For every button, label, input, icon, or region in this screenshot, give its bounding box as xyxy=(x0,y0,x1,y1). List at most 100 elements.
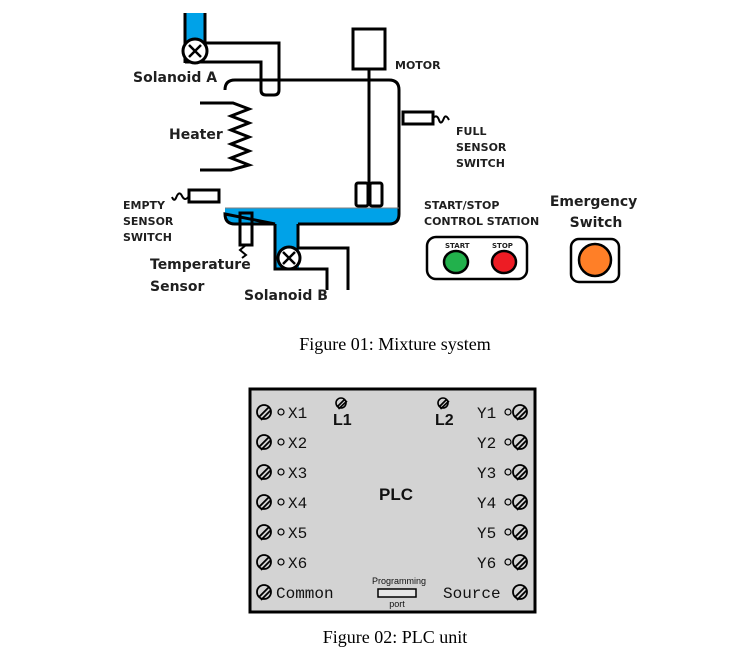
input-label: X6 xyxy=(288,555,307,573)
emergency-stop-button[interactable] xyxy=(577,242,613,278)
start-label: START xyxy=(445,242,470,250)
indicator-led xyxy=(504,528,512,536)
input-terminal[interactable]: X6 xyxy=(256,554,307,573)
input-label: X1 xyxy=(288,405,307,423)
screw-slot xyxy=(258,556,272,571)
output-label: Y6 xyxy=(477,555,496,573)
input-label: X2 xyxy=(288,435,307,453)
screw-slot xyxy=(514,526,528,541)
mixer-blade-right xyxy=(368,181,384,208)
tank-liquid xyxy=(225,208,399,224)
screw-slot xyxy=(514,436,528,451)
output-label: Y5 xyxy=(477,525,496,543)
solenoid-a-label: Solanoid A xyxy=(133,70,217,86)
output-label: Y3 xyxy=(477,465,496,483)
plc-panel xyxy=(248,387,537,614)
temperature-sensor-label: Temperature Sensor xyxy=(150,257,256,295)
input-terminal[interactable]: X4 xyxy=(256,494,307,513)
full-sensor-label: FULL SENSOR SWITCH xyxy=(456,125,510,170)
solenoid-b-valve-icon xyxy=(276,245,302,271)
screw-icon xyxy=(512,404,528,420)
mixture-system-figure: Solanoid A Solanoid B MOTOR Heater xyxy=(123,13,642,354)
common-label: Common xyxy=(276,585,334,603)
input-terminal[interactable]: X1 xyxy=(256,404,307,423)
control-station-label: START/STOP CONTROL STATION xyxy=(424,199,539,228)
screw-slot xyxy=(514,496,528,511)
screw-slot xyxy=(258,526,272,541)
screw-icon xyxy=(256,584,272,600)
terminal-l1[interactable]: L1 xyxy=(333,397,352,429)
screw-icon xyxy=(256,434,272,450)
terminal-l2[interactable]: L2 xyxy=(435,397,454,429)
screw-icon xyxy=(256,524,272,540)
output-terminal[interactable]: Y1 xyxy=(477,404,528,423)
stop-label: STOP xyxy=(492,242,513,250)
temperature-sensor-icon xyxy=(238,211,254,259)
plc-title: PLC xyxy=(379,485,413,504)
terminal-common[interactable]: Common xyxy=(256,584,334,603)
screw-slot xyxy=(336,398,348,410)
screw-icon xyxy=(256,554,272,570)
inlet-feed-pipe xyxy=(185,41,281,97)
start-button[interactable] xyxy=(442,249,470,275)
outlet-pipe xyxy=(273,224,350,290)
motor-icon xyxy=(351,27,387,71)
indicator-led xyxy=(504,408,512,416)
output-terminal[interactable]: Y6 xyxy=(477,554,528,573)
screw-slot xyxy=(258,436,272,451)
screw-slot xyxy=(258,406,272,421)
input-terminal[interactable]: X5 xyxy=(256,524,307,543)
screw-slot xyxy=(514,586,528,601)
full-sensor-icon xyxy=(401,110,450,126)
indicator-led xyxy=(504,438,512,446)
indicator-led xyxy=(504,498,512,506)
screw-icon xyxy=(512,554,528,570)
stop-button[interactable] xyxy=(490,249,518,275)
tank xyxy=(223,78,401,226)
terminal-source[interactable]: Source xyxy=(443,584,528,603)
screw-slot xyxy=(258,466,272,481)
figure-02-caption: Figure 02: PLC unit xyxy=(323,627,468,647)
source-label: Source xyxy=(443,585,501,603)
screw-icon xyxy=(512,524,528,540)
screw-icon xyxy=(512,584,528,600)
screw-icon xyxy=(512,434,528,450)
indicator-led xyxy=(277,558,285,566)
indicator-led xyxy=(277,498,285,506)
input-terminal[interactable]: X2 xyxy=(256,434,307,453)
screw-slot xyxy=(514,406,528,421)
emergency-switch-label: Emergency Switch xyxy=(550,194,642,231)
indicator-led xyxy=(277,438,285,446)
output-terminal[interactable]: Y2 xyxy=(477,434,528,453)
screw-icon xyxy=(256,404,272,420)
output-terminal[interactable]: Y3 xyxy=(477,464,528,483)
programming-port-label: Programming xyxy=(372,576,426,586)
l1-label: L1 xyxy=(333,412,352,429)
screw-slot xyxy=(514,556,528,571)
indicator-led xyxy=(277,528,285,536)
screw-icon xyxy=(512,494,528,510)
programming-port[interactable] xyxy=(377,588,417,598)
screw-slot xyxy=(438,398,450,410)
output-terminal[interactable]: Y5 xyxy=(477,524,528,543)
motor-label: MOTOR xyxy=(395,59,441,72)
output-label: Y2 xyxy=(477,435,496,453)
output-label: Y1 xyxy=(477,405,496,423)
screw-icon xyxy=(256,494,272,510)
indicator-led xyxy=(504,558,512,566)
input-terminal[interactable]: X3 xyxy=(256,464,307,483)
l2-label: L2 xyxy=(435,412,454,429)
indicator-led xyxy=(504,468,512,476)
heater-coil-icon xyxy=(200,101,254,172)
mixer-blade-left xyxy=(354,181,370,208)
solenoid-b-label: Solanoid B xyxy=(244,288,328,304)
output-terminal[interactable]: Y4 xyxy=(477,494,528,513)
input-label: X5 xyxy=(288,525,307,543)
port-label: port xyxy=(389,599,405,609)
figure-01-caption: Figure 01: Mixture system xyxy=(299,334,491,354)
screw-slot xyxy=(258,496,272,511)
input-label: X4 xyxy=(288,495,307,513)
